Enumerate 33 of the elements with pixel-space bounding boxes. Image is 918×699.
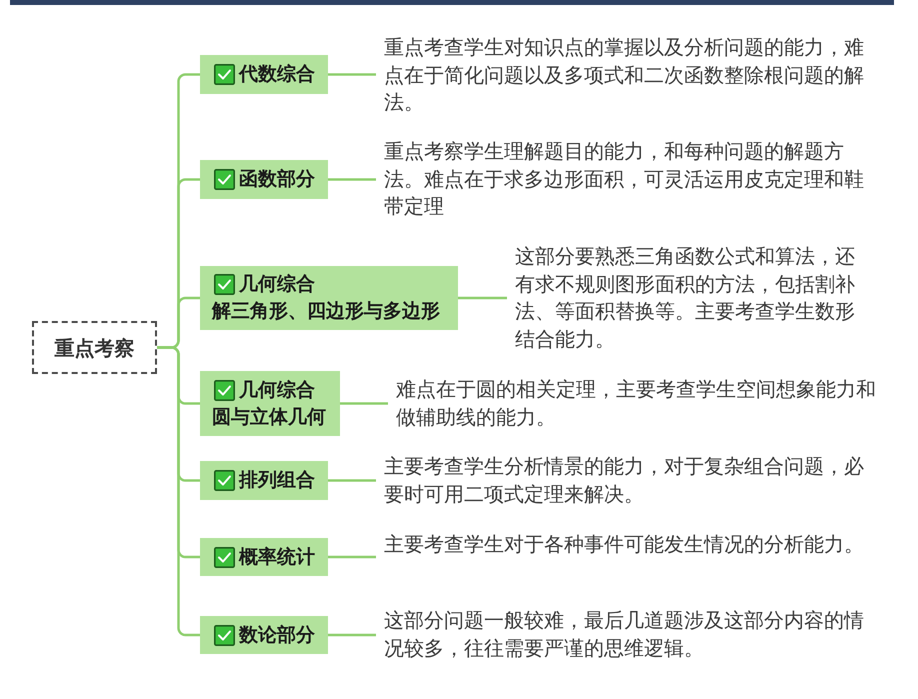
description-text: 这部分问题一般较难，最后几道题涉及这部分内容的情况较多，往往需要严谨的思维逻辑。	[376, 607, 874, 662]
description-text: 这部分要熟悉三角函数公式和算法，还有求不规则图形面积的方法，包括割补法、等面积替换等。主要考查学生数形结合能力。	[507, 243, 865, 353]
connector-line	[328, 556, 376, 558]
subtopic-box	[200, 371, 340, 436]
subtopic-box	[200, 55, 328, 94]
subtopic-title: 代数综合	[239, 62, 315, 87]
subtopic-box	[200, 616, 328, 654]
description-text: 主要考查学生对于各种事件可能发生情况的分析能力。	[376, 531, 874, 558]
subtopic-title: 排列组合	[239, 468, 315, 493]
central-topic-label: 重点考察	[54, 334, 134, 360]
connector-line	[328, 73, 376, 76]
connector-line	[340, 402, 388, 405]
subtopic-title: 几何综合	[239, 378, 315, 402]
connector-line	[458, 296, 507, 300]
subtopic-box	[200, 266, 458, 330]
subtopic-subtitle: 解三角形、四边形与多边形	[212, 299, 440, 324]
subtopic-subtitle: 圆与立体几何	[212, 404, 326, 430]
description-text: 重点考查学生对知识点的掌握以及分析问题的能力，难点在于简化问题以及多项式和二次函数整除根问题的解法。	[376, 34, 874, 116]
subtopic-box	[200, 461, 328, 500]
subtopic-title: 数论部分	[239, 622, 315, 648]
connector-line	[157, 346, 200, 636]
description-text: 难点在于圆的相关定理，主要考查学生空间想象能力和做辅助线的能力。	[388, 376, 886, 431]
connector-line	[328, 634, 376, 636]
subtopic-box	[200, 538, 328, 576]
central-topic-box	[32, 321, 157, 374]
subtopic-title: 概率统计	[239, 544, 315, 570]
subtopic-title: 几何综合	[239, 272, 315, 297]
subtopic-title: 函数部分	[239, 167, 315, 192]
description-text: 重点考察学生理解题目的能力，和每种问题的解题方法。难点在于求多边形面积，可灵活运用皮克定理和鞋带定理	[376, 138, 874, 220]
description-text: 主要考查学生分析情景的能力，对于复杂组合问题，必要时可用二项式定理来解决。	[376, 453, 874, 508]
subtopic-box	[200, 160, 328, 199]
connector-line	[328, 479, 376, 482]
connector-line	[328, 178, 376, 181]
